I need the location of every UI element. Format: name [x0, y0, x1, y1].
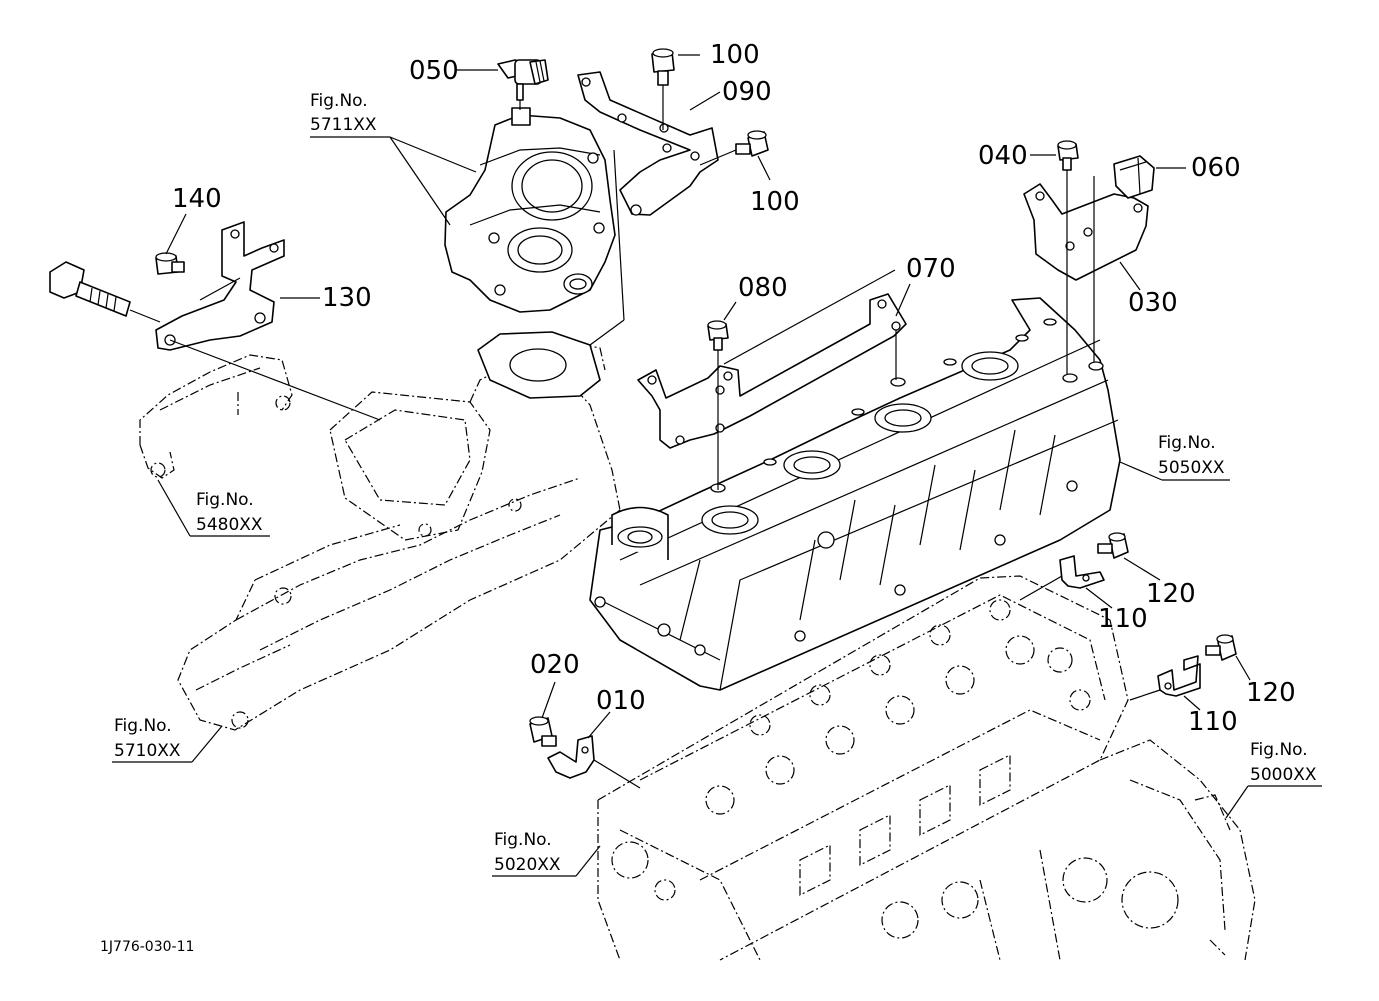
fig-5480-number: 5480XX	[196, 515, 263, 535]
bracket-130	[155, 221, 285, 351]
throttle-gasket	[477, 331, 601, 399]
label-040: 040	[978, 141, 1028, 171]
fig-5710-number: 5710XX	[114, 741, 181, 761]
bracket-110-upper	[1059, 555, 1105, 589]
fig-5710-label: Fig.No.	[114, 716, 172, 736]
fig-5711-number: 5711XX	[310, 115, 377, 135]
inlet-pipe-phantom	[139, 354, 293, 479]
long-bolt-130	[49, 261, 131, 317]
label-070: 070	[906, 254, 956, 284]
bolt-080	[707, 320, 729, 351]
bolt-040	[1057, 140, 1079, 171]
label-110-upper: 110	[1098, 604, 1148, 634]
bolt-120-lower	[1205, 634, 1237, 661]
diagram-code: 1J776-030-11	[100, 939, 194, 955]
fig-5020-label: Fig.No.	[494, 830, 552, 850]
throttle-body	[444, 107, 616, 313]
bracket-090	[577, 71, 719, 216]
bracket-110-lower	[1157, 655, 1201, 697]
fig-5711-label: Fig.No.	[310, 91, 368, 111]
part-number-labels: 050 100 090 100 140 130 080 070 040 060 …	[172, 40, 1296, 737]
label-050: 050	[409, 56, 459, 86]
fig-5020-number: 5020XX	[494, 855, 561, 875]
bolt-020	[529, 716, 557, 747]
label-120-upper: 120	[1146, 579, 1196, 609]
bolt-120-upper	[1097, 532, 1129, 559]
label-080: 080	[738, 273, 788, 303]
bracket-070	[637, 293, 907, 449]
label-100-top: 100	[710, 40, 760, 70]
fig-5000-label: Fig.No.	[1250, 740, 1308, 760]
crankcase-phantom	[881, 739, 1256, 961]
label-140: 140	[172, 184, 222, 214]
bolt-140	[155, 252, 185, 275]
fig-5480-label: Fig.No.	[196, 490, 254, 510]
valve-cover	[589, 297, 1121, 691]
cylinder-head-phantom	[597, 575, 1129, 961]
label-030: 030	[1128, 288, 1178, 318]
sensor-050	[497, 59, 549, 101]
label-010: 010	[596, 686, 646, 716]
connector-060	[1113, 155, 1155, 199]
label-120-lower: 120	[1246, 678, 1296, 708]
label-110-lower: 110	[1188, 707, 1238, 737]
label-130: 130	[322, 283, 372, 313]
fig-5050-number: 5050XX	[1158, 458, 1225, 478]
bracket-010	[547, 735, 595, 779]
fig-5050-label: Fig.No.	[1158, 433, 1216, 453]
fig-5000-number: 5000XX	[1250, 765, 1317, 785]
bracket-030	[1023, 183, 1149, 281]
bolt-100-top	[651, 48, 675, 86]
label-060: 060	[1191, 153, 1241, 183]
figure-reference-labels: Fig.No. 5711XX Fig.No. 5480XX Fig.No. 57…	[114, 91, 1317, 875]
label-100-right: 100	[750, 187, 800, 217]
label-020: 020	[530, 650, 580, 680]
label-090: 090	[722, 77, 772, 107]
leader-lines	[112, 54, 1322, 877]
bolt-100-right	[735, 130, 769, 157]
